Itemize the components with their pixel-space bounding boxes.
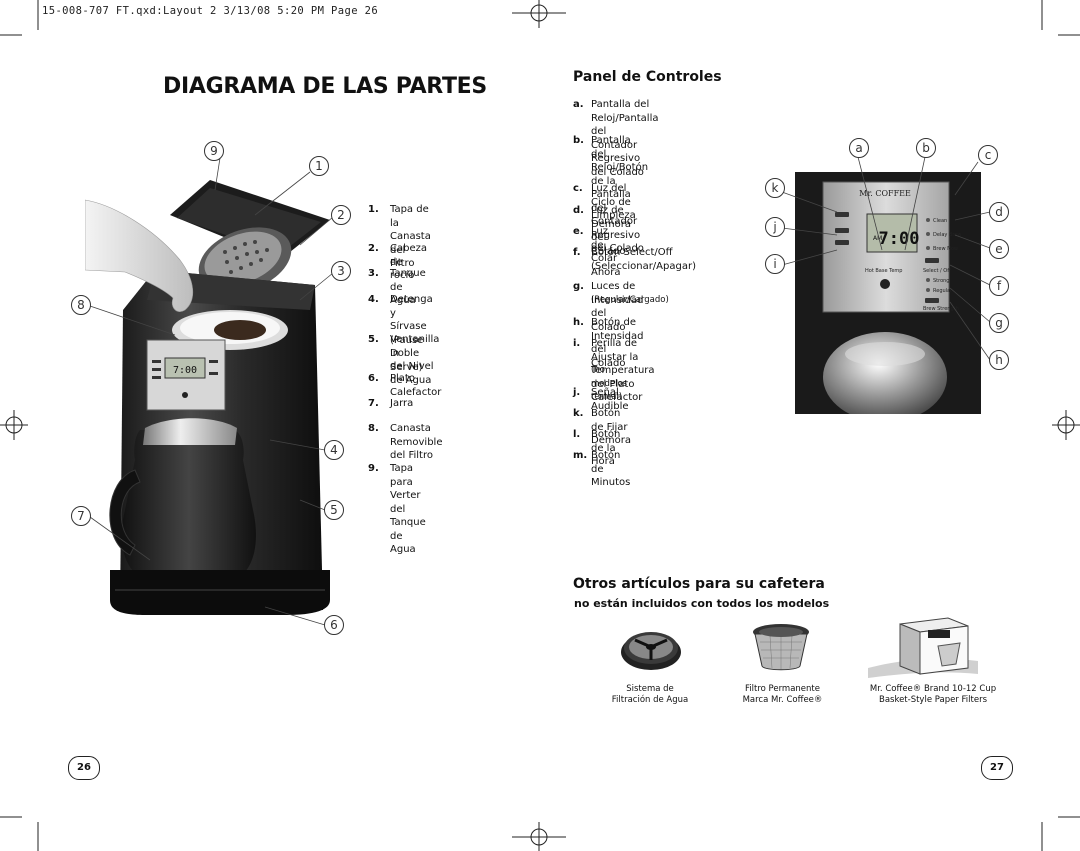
item-caption-permanent-filter: Filtro Permanente Marca Mr. Coffee®: [742, 684, 823, 705]
print-slug: 15-008-707 FT.qxd:Layout 2 3/13/08 5:20 …: [42, 5, 379, 17]
page-number-left: 26: [68, 756, 100, 780]
callout-i: i: [765, 254, 785, 274]
svg-text:7:00: 7:00: [173, 365, 197, 376]
svg-text:Regular: Regular: [933, 288, 953, 294]
permanent-filter-image: [753, 624, 809, 671]
svg-text:7:00: 7:00: [879, 229, 920, 249]
callout-e: e: [989, 239, 1009, 259]
callout-9: 9: [204, 141, 224, 161]
svg-text:Hot Base Temp: Hot Base Temp: [865, 268, 902, 274]
panel-heading: Panel de Controles: [573, 69, 722, 85]
controls-list: a.Pantalla del Reloj/Pantalla del Contad…: [573, 99, 696, 488]
paper-filters-box-image: [868, 617, 978, 678]
callout-f: f: [989, 276, 1009, 296]
svg-text:Brew Strength: Brew Strength: [923, 306, 959, 312]
item-caption-paper-filters: Mr. Coffee® Brand 10-12 Cup Basket-Style…: [869, 684, 997, 705]
callout-7: 7: [71, 506, 91, 526]
callout-1: 1: [309, 156, 329, 176]
callout-b: b: [916, 138, 936, 158]
others-subheading: no están incluidos con todos los modelos: [574, 597, 830, 610]
callout-c: c: [978, 145, 998, 165]
callout-5: 5: [324, 500, 344, 520]
coffee-maker-illustration: 7:00: [85, 180, 330, 615]
page-number-right: 27: [981, 756, 1013, 780]
brand-text: Mr. COFFEE: [859, 189, 911, 198]
callout-8: 8: [71, 295, 91, 315]
callout-3: 3: [331, 261, 351, 281]
control-panel-photo: Mr. COFFEE AM 7:00 Clean Delay Brew Brew…: [795, 172, 981, 414]
callout-d: d: [989, 202, 1009, 222]
parts-list: 1.Tapa de la Canasta del Filtro 2.Cabeza…: [368, 204, 443, 555]
svg-text:Brew Now: Brew Now: [933, 246, 958, 252]
svg-text:Strong: Strong: [933, 278, 949, 284]
panel-callout-lines: [781, 156, 991, 361]
callout-j: j: [765, 217, 785, 237]
page-title: DIAGRAMA DE LAS PARTES: [163, 74, 487, 99]
callout-h: h: [989, 350, 1009, 370]
water-filter-image: [621, 632, 681, 670]
callout-g: g: [989, 313, 1009, 333]
callout-k: k: [765, 178, 785, 198]
svg-text:Clean: Clean: [933, 218, 947, 224]
callout-6: 6: [324, 615, 344, 635]
others-heading: Otros artículos para su cafetera: [573, 576, 825, 592]
callout-a: a: [849, 138, 869, 158]
callout-2: 2: [331, 205, 351, 225]
callout-lines: [89, 157, 334, 626]
item-caption-water-filter: Sistema de Filtración de Agua: [611, 684, 689, 705]
callout-4: 4: [324, 440, 344, 460]
svg-text:AM: AM: [873, 235, 882, 242]
svg-text:Delay Brew: Delay Brew: [933, 232, 961, 238]
svg-text:Select / Off: Select / Off: [923, 268, 951, 274]
